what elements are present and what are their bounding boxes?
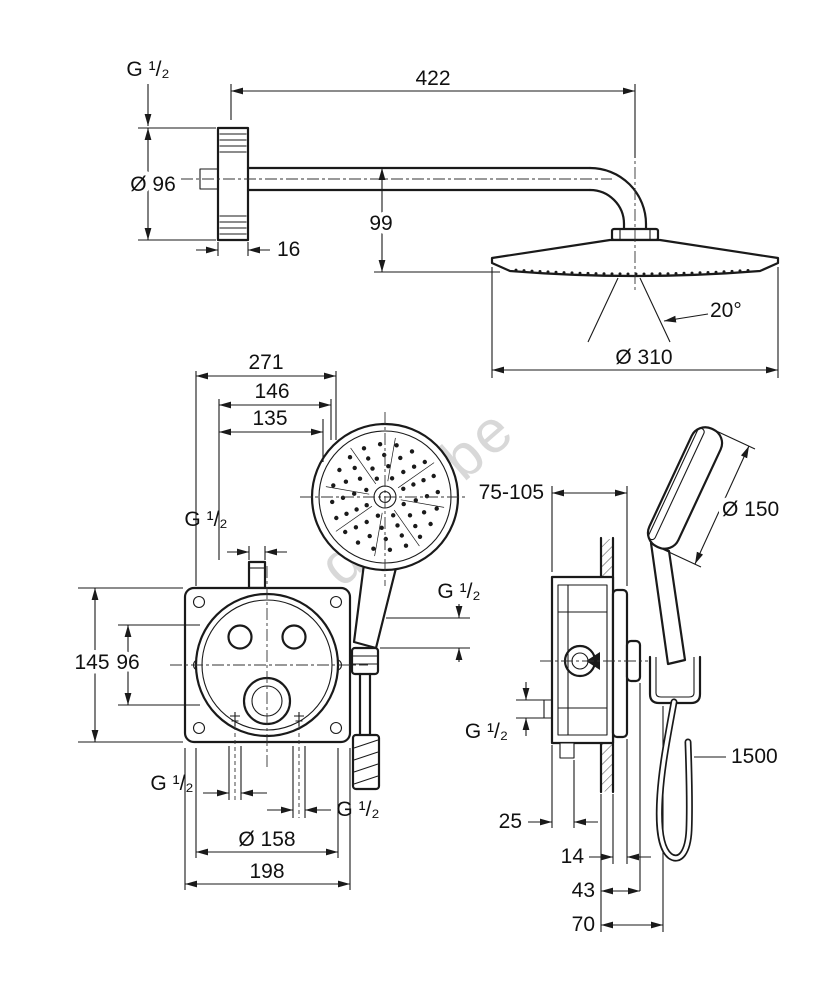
outlet-ports [230,712,304,818]
dim-width-135: 135 [252,407,287,430]
dim-25: 25 [499,810,522,833]
dim-hose-length: 1500 [731,745,778,768]
dim-70: 70 [572,913,595,936]
side-view: 75-105 Ø 150 G ¹/₂ 1500 25 14 43 70 [465,426,784,936]
dim-flange-depth: 16 [277,238,300,261]
bottom-outlet-stub [559,742,575,759]
label-inlet-thread: G ¹/₂ [184,508,227,531]
head-shower-dimensions [138,84,779,378]
dim-43: 43 [572,879,595,902]
spray-angle-lines [587,277,671,343]
dim-hand-shower-diameter: Ø 150 [722,498,779,521]
dim-14: 14 [561,845,585,868]
mixer-front-view: 271 146 135 G ¹/₂ 145 96 G ¹/₂ G ¹/₂ Ø 1… [70,351,481,890]
dim-install-depth-range: 75-105 [479,481,544,504]
escutcheon-plate-side [611,588,629,739]
rough-in-box [183,560,352,818]
hand-shower-head-side [646,426,724,550]
label-outlet-thread-left: G ¹/₂ [150,772,193,795]
label-hose-thread: G ¹/₂ [437,580,480,603]
shower-hose [655,698,693,862]
label-outlet-thread-mid: G ¹/₂ [336,798,379,821]
hose-connector-nut [351,733,381,791]
dim-arm-length: 422 [415,67,450,90]
shower-arm [246,166,660,242]
dim-head-diameter: Ø 310 [615,346,672,369]
hand-shower-handle-side [649,541,687,666]
hand-shower-spray-pattern [325,437,445,557]
dim-overall-width: 271 [248,351,283,374]
wall-flange [199,126,250,242]
shower-holder [648,655,702,705]
dim-arm-height: 99 [369,212,392,235]
dim-plate-width: 198 [249,860,284,883]
mixer-button-right [281,624,307,650]
label-arm-thread: G ¹/₂ [126,58,169,81]
label-side-outlet-thread: G ¹/₂ [465,720,508,743]
side-bottom-extensions [551,683,664,932]
rough-in-box-side [550,575,615,759]
head-shower-view: G ¹/₂ Ø 96 422 99 16 20° Ø 310 [126,58,780,378]
spray-nozzles [514,268,750,276]
mixer-button-left [227,624,253,650]
dim-width-146: 146 [254,380,289,403]
dim-head-angle: 20° [710,299,742,322]
inlet-stub [247,560,267,590]
dim-flange-diameter: Ø 96 [130,173,176,196]
dim-circle-diameter: Ø 158 [238,828,295,851]
hand-shower-handle [350,554,399,791]
dim-height-145: 145 [74,651,109,674]
rear-port-stub [543,699,553,719]
dim-height-96: 96 [116,651,139,674]
mixer-front-dimensions [78,371,470,890]
side-view-dimensions [516,428,756,929]
